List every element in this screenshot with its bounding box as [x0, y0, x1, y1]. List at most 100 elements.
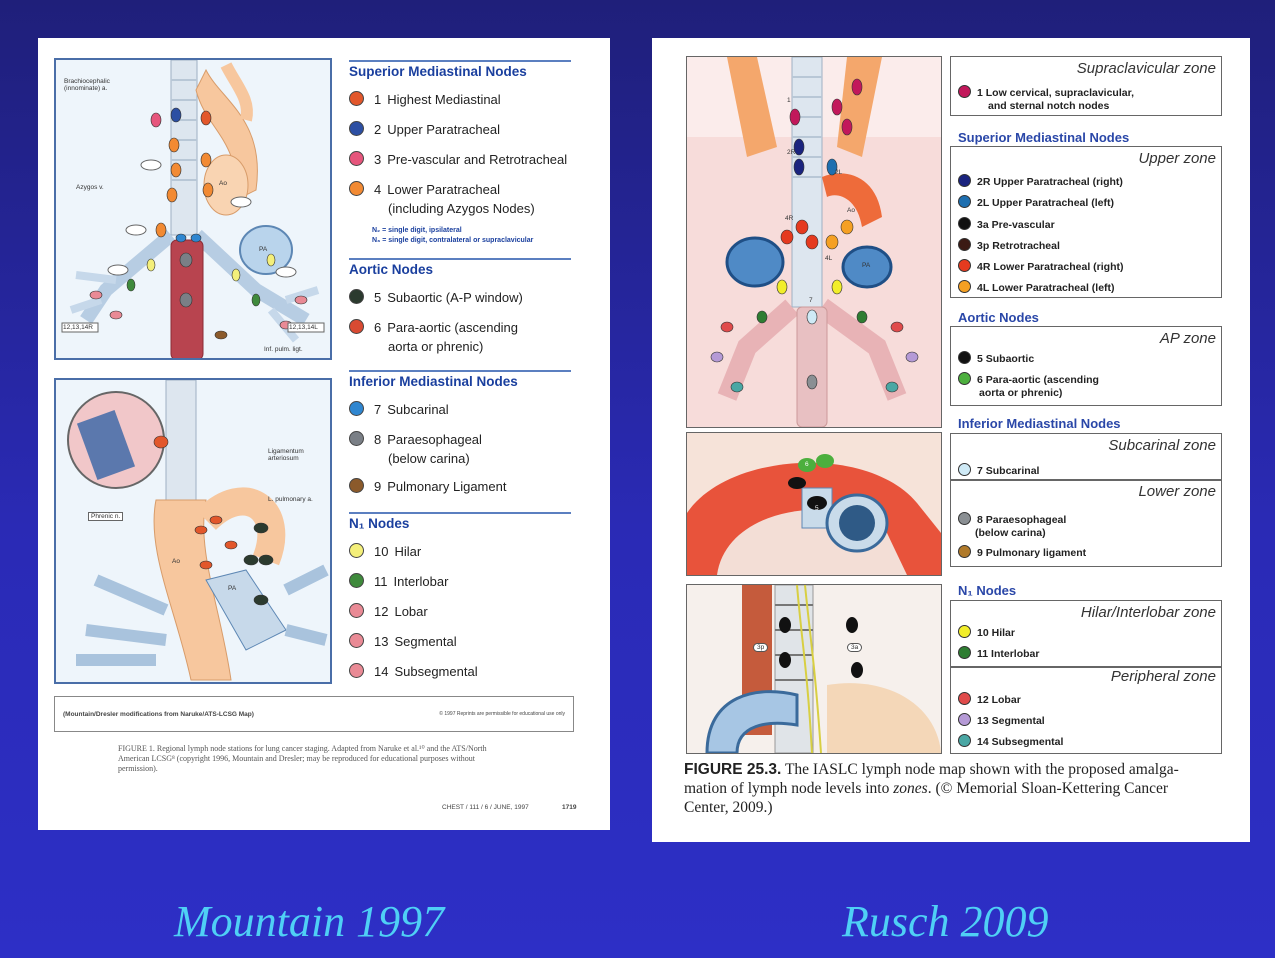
lower-diagram-svg — [56, 380, 330, 682]
node-4r-label: 4R — [785, 215, 793, 222]
upper-zone-label: Upper zone — [1138, 150, 1216, 167]
phrenic-label: Phrenic n. — [88, 512, 123, 521]
rusch-2009-caption: Rusch 2009 — [842, 896, 1049, 947]
node-color-dot — [349, 478, 364, 493]
upper-diagram-svg — [56, 60, 330, 358]
legend-item-9: 9 Pulmonary ligament — [958, 545, 1086, 560]
node-color-dot — [958, 646, 971, 659]
azygos-label: Azygos v. — [76, 184, 104, 191]
node-color-dot — [349, 431, 364, 446]
mountain-1997-caption: Mountain 1997 — [174, 896, 444, 947]
legend-item-11: 11 Interlobar — [958, 646, 1039, 661]
footer-source-right: © 1997 Reprints are permissible for educ… — [439, 711, 565, 717]
inferior-title-rule — [349, 370, 571, 372]
footer-source-left: (Mountain/Dresler modifications from Nar… — [63, 711, 254, 718]
pa-label-right: PA — [862, 262, 870, 269]
legend-item: 13Segmental — [349, 632, 457, 651]
inferior-mediastinal-title: Inferior Mediastinal Nodes — [349, 374, 518, 389]
node-color-dot — [349, 151, 364, 166]
pa-label-2: PA — [228, 585, 236, 592]
n3-note: N₃ = single digit, contralateral or supr… — [372, 236, 533, 245]
aortic-zone-diagram: 6 5 — [686, 432, 942, 576]
node-3p-label: 3p — [753, 643, 768, 652]
legend-item-2l: 2L Upper Paratracheal (left) — [958, 195, 1114, 210]
node-color-dot — [958, 734, 971, 747]
peripheral-zone-label: Peripheral zone — [1111, 668, 1216, 685]
node-color-dot — [958, 259, 971, 272]
lower-zone-label: Lower zone — [1138, 483, 1216, 500]
node-color-dot — [349, 319, 364, 334]
aortic-nodes-title: Aortic Nodes — [349, 262, 433, 277]
legend-item-10: 10 Hilar — [958, 625, 1015, 640]
hilar-interlobar-zone-label: Hilar/Interlobar zone — [1081, 604, 1216, 621]
node-2l-label: 2L — [835, 169, 842, 176]
legend-item-8: 8 Paraesophageal(below carina) — [958, 512, 1066, 540]
node-color-dot — [349, 573, 364, 588]
legend-item-12: 12 Lobar — [958, 692, 1021, 707]
node-4l-label: 4L — [825, 255, 832, 262]
node-7-label: 7 — [809, 297, 813, 304]
aorta-label: Ao — [219, 180, 227, 187]
ligamentum-label: Ligamentum arteriosum — [268, 448, 318, 462]
upper-mediastinum-diagram: Brachiocephalic (innominate) a. Azygos v… — [54, 58, 332, 360]
ao-label: Ao — [847, 207, 855, 214]
inf-pulm-ligt-label: Inf. pulm. ligt. — [264, 346, 303, 353]
journal-citation: CHEST / 111 / 6 / JUNE, 1997 — [442, 804, 529, 811]
legend-item-14: 14 Subsegmental — [958, 734, 1063, 749]
node-2r-label: 2R — [787, 149, 795, 156]
node-1-label: 1 — [787, 97, 791, 104]
aortic-nodes-diagram: Phrenic n. Ligamentum arteriosum L. pulm… — [54, 378, 332, 684]
node-5-label: 5 — [815, 505, 819, 512]
node-color-dot — [958, 625, 971, 638]
node-color-dot — [349, 633, 364, 648]
legend-item-2r: 2R Upper Paratracheal (right) — [958, 174, 1123, 189]
legend-item-3p: 3p Retrotracheal — [958, 238, 1060, 253]
node-color-dot — [958, 238, 971, 251]
subcarinal-zone-label: Subcarinal zone — [1108, 437, 1216, 454]
pa-label: PA — [259, 246, 267, 253]
node-color-dot — [958, 195, 971, 208]
source-footer-box: (Mountain/Dresler modifications from Nar… — [54, 696, 574, 732]
page-number: 1719 — [562, 804, 576, 811]
superior-mediastinal-title-right: Superior Mediastinal Nodes — [958, 130, 1129, 145]
retrotracheal-svg — [687, 585, 941, 753]
legend-item-4l: 4L Lower Paratracheal (left) — [958, 280, 1115, 295]
rusch-main-svg — [687, 57, 941, 427]
rusch-figure-caption: FIGURE 25.3. The IASLC lymph node map sh… — [684, 760, 1229, 817]
iaslc-map-main-diagram: 1 2R 2L 4R 4L Ao PA 7 — [686, 56, 942, 428]
legend-item-3a: 3a Pre-vascular — [958, 217, 1055, 232]
inferior-mediastinal-title-right: Inferior Mediastinal Nodes — [958, 416, 1121, 431]
superior-title-rule — [349, 60, 571, 62]
legend-item-7: 7 Subcarinal — [958, 463, 1039, 478]
node-6-label: 6 — [805, 461, 809, 468]
stations-12r-label: 12,13,14R — [63, 324, 93, 331]
legend-item-13: 13 Segmental — [958, 713, 1045, 728]
node-color-dot — [349, 401, 364, 416]
aortic-zone-svg — [687, 433, 941, 575]
mountain-figure-caption: FIGURE 1. Regional lymph node stations f… — [118, 744, 514, 774]
node-color-dot — [349, 603, 364, 618]
node-3a-label: 3a — [847, 643, 862, 652]
node-color-dot — [349, 91, 364, 106]
aorta-label-2: Ao — [172, 558, 180, 565]
node-color-dot — [349, 181, 364, 196]
node-color-dot — [349, 663, 364, 678]
n2-note: N₂ = single digit, ipsilateral — [372, 226, 462, 235]
legend-item-5: 5 Subaortic — [958, 351, 1034, 366]
l-pulmonary-label: L. pulmonary a. — [268, 496, 313, 503]
node-color-dot — [958, 351, 971, 364]
n1-title-rule — [349, 512, 571, 514]
node-color-dot — [958, 174, 971, 187]
superior-mediastinal-title: Superior Mediastinal Nodes — [349, 64, 527, 79]
mountain-figure-panel: Brachiocephalic (innominate) a. Azygos v… — [38, 38, 610, 830]
n1-nodes-title-right: N₁ Nodes — [958, 583, 1016, 598]
